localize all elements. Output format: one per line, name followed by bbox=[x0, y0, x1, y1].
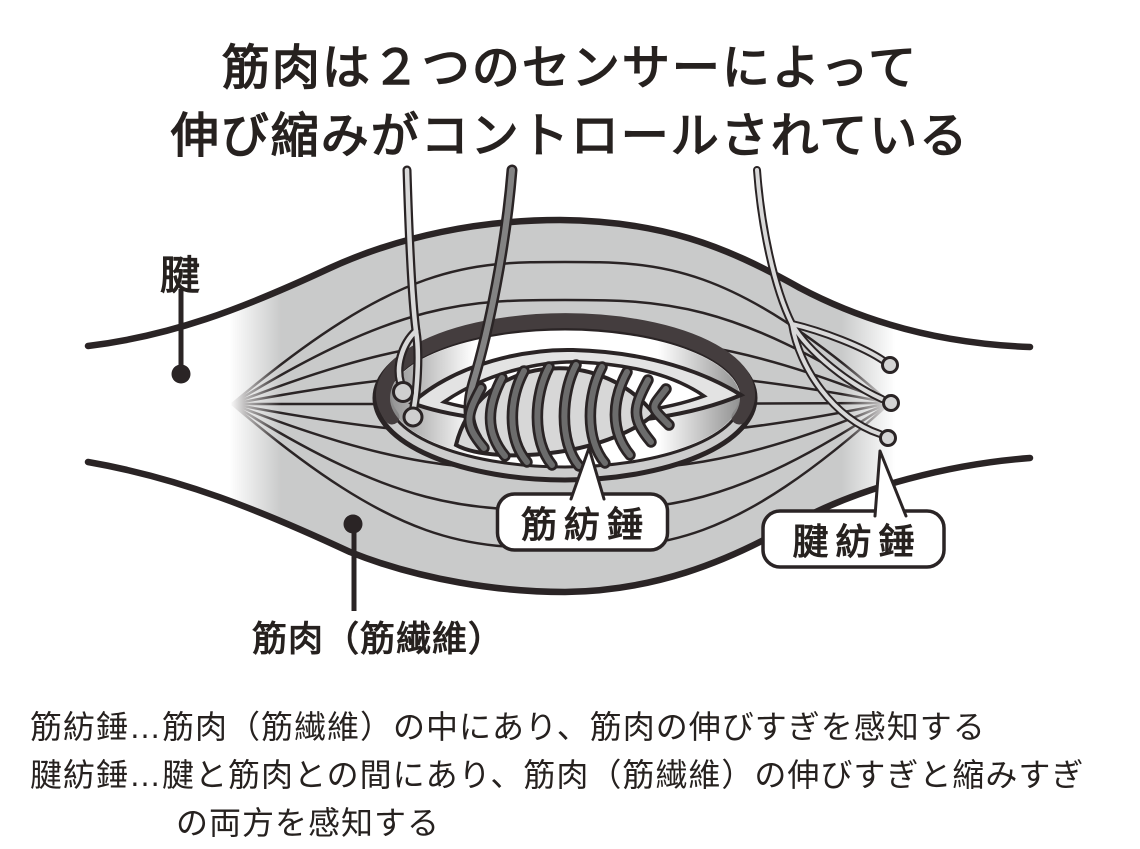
nerve-ending-knob bbox=[881, 356, 899, 374]
nerve-ending-knob bbox=[392, 381, 414, 403]
muscle-outline-bottom bbox=[84, 454, 1034, 596]
callout-label-tendon-spindle: 腱紡錘 bbox=[792, 521, 922, 562]
label-muscle-fiber: 筋肉（筋繊維） bbox=[252, 620, 505, 659]
nerve-fiber-fork bbox=[392, 165, 424, 428]
window-rim-shadow bbox=[376, 313, 755, 425]
callout-tendon-spindle bbox=[761, 449, 946, 569]
nerve-fiber-tendon-spindle bbox=[753, 166, 900, 447]
nerve-ending-knob bbox=[882, 394, 900, 412]
muscle-pointer bbox=[343, 514, 363, 611]
muscle-outline-top bbox=[84, 216, 1034, 351]
tendon-pointer bbox=[171, 289, 191, 384]
spindle-coil bbox=[463, 359, 675, 472]
nerve-ending-knob bbox=[879, 429, 897, 447]
callout-label-muscle-spindle: 筋紡錘 bbox=[520, 504, 650, 545]
note-muscle-spindle: 筋紡錘…筋肉（筋繊維）の中にあり、筋肉の伸びすぎを感知する bbox=[30, 709, 986, 745]
callout-muscle-spindle bbox=[495, 446, 670, 552]
title-line-2: 伸び縮みがコントロールされている bbox=[170, 110, 970, 163]
nerve-ending-knob bbox=[402, 406, 424, 428]
note-tendon-spindle: 腱紡錘…腱と筋肉との間にあり、筋肉（筋繊維）の伸びすぎと縮みすぎ bbox=[30, 757, 1085, 793]
label-tendon: 腱 bbox=[160, 254, 200, 298]
note-tendon-spindle-cont: の両方を感知する bbox=[176, 805, 441, 841]
title-line-1: 筋肉は２つのセンサーによって bbox=[221, 42, 919, 95]
